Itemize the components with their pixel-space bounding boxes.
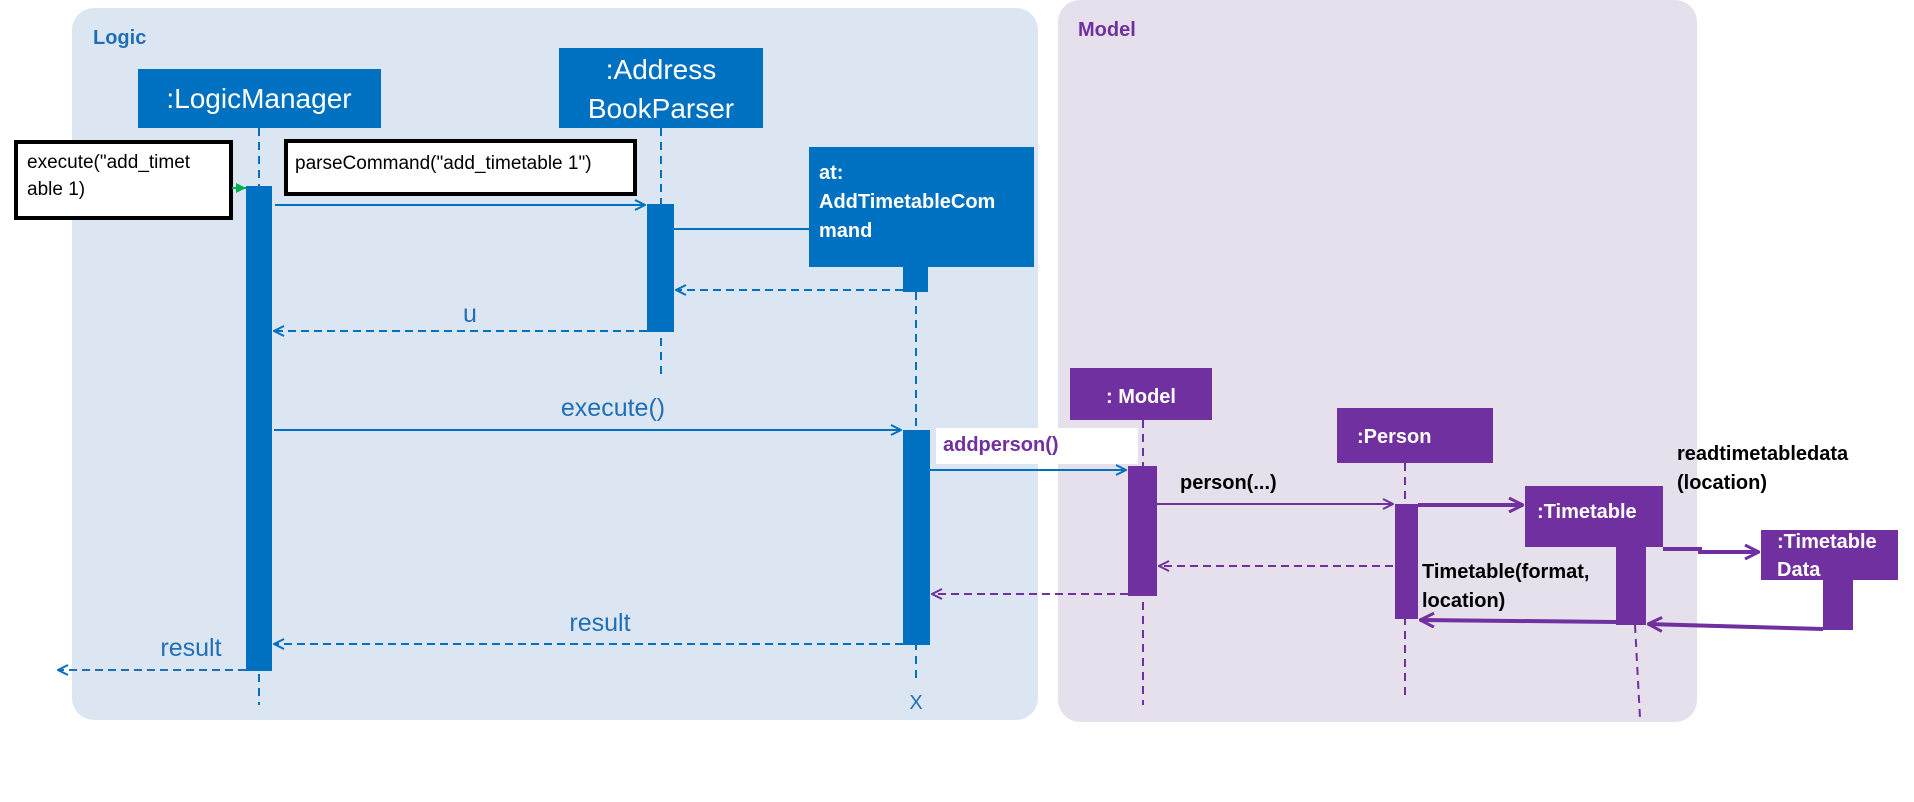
read-data-arrow	[1663, 549, 1759, 552]
execute-call-label-line2: able 1)	[27, 179, 85, 200]
command-destroy-marker: X	[909, 692, 922, 714]
timetable-data-label-line2: Data	[1777, 559, 1821, 581]
parser-label-line1: :Address	[606, 54, 717, 85]
timetable-data-label-line1: :Timetable	[1777, 531, 1877, 553]
timetable-ctor-label-line1: Timetable(format,	[1422, 561, 1589, 583]
timetable-data-box	[1761, 530, 1898, 580]
model-activation	[1128, 466, 1157, 596]
timetable-data-return-arrow	[1648, 624, 1824, 629]
command-construct-activation	[903, 265, 928, 292]
parser-box	[559, 48, 763, 128]
execute-call-note	[14, 140, 233, 220]
execute-label: execute()	[561, 394, 665, 422]
command-label-line3: mand	[819, 220, 872, 242]
person-box	[1337, 408, 1493, 463]
command-execute-activation	[903, 430, 930, 645]
timetable-ctor-return-arrow	[1420, 620, 1617, 622]
result-return-label: result	[569, 609, 630, 637]
model-box	[1070, 368, 1212, 420]
logic-manager-box	[138, 69, 381, 128]
model-frame	[1058, 0, 1697, 722]
add-person-label-bg	[936, 428, 1138, 464]
parser-activation	[647, 204, 674, 332]
person-activation	[1395, 504, 1418, 619]
read-data-label-line2: (location)	[1677, 472, 1767, 494]
execute-call-label-line1: execute("add_timet	[27, 152, 191, 173]
timetable-lifeline	[1634, 624, 1641, 719]
command-box	[809, 147, 1034, 267]
person-label: :Person	[1357, 426, 1431, 448]
parse-command-label: parseCommand("add_timetable 1")	[295, 153, 592, 174]
logic-manager-activation	[246, 186, 272, 671]
model-label: : Model	[1106, 386, 1176, 408]
timetable-activation	[1616, 547, 1646, 625]
timetable-ctor-label-line2: location)	[1422, 590, 1505, 612]
parse-command-note	[284, 139, 637, 196]
read-data-label-line1: readtimetabledata	[1677, 443, 1849, 465]
timetable-data-activation	[1823, 580, 1853, 630]
timetable-label: :Timetable	[1537, 501, 1637, 523]
model-frame-title: Model	[1078, 19, 1136, 41]
timetable-box	[1525, 486, 1663, 547]
logic-frame-title: Logic	[93, 27, 146, 49]
add-person-label: addperson()	[943, 434, 1059, 456]
command-label-line2: AddTimetableCom	[819, 191, 995, 213]
command-label-line1: at:	[819, 162, 843, 184]
logic-manager-label: :LogicManager	[166, 83, 351, 114]
person-ctor-label: person(...)	[1180, 472, 1277, 494]
parser-label-line2: BookParser	[588, 93, 734, 124]
parser-return-label: u	[463, 300, 477, 328]
final-result-label: result	[160, 634, 221, 662]
